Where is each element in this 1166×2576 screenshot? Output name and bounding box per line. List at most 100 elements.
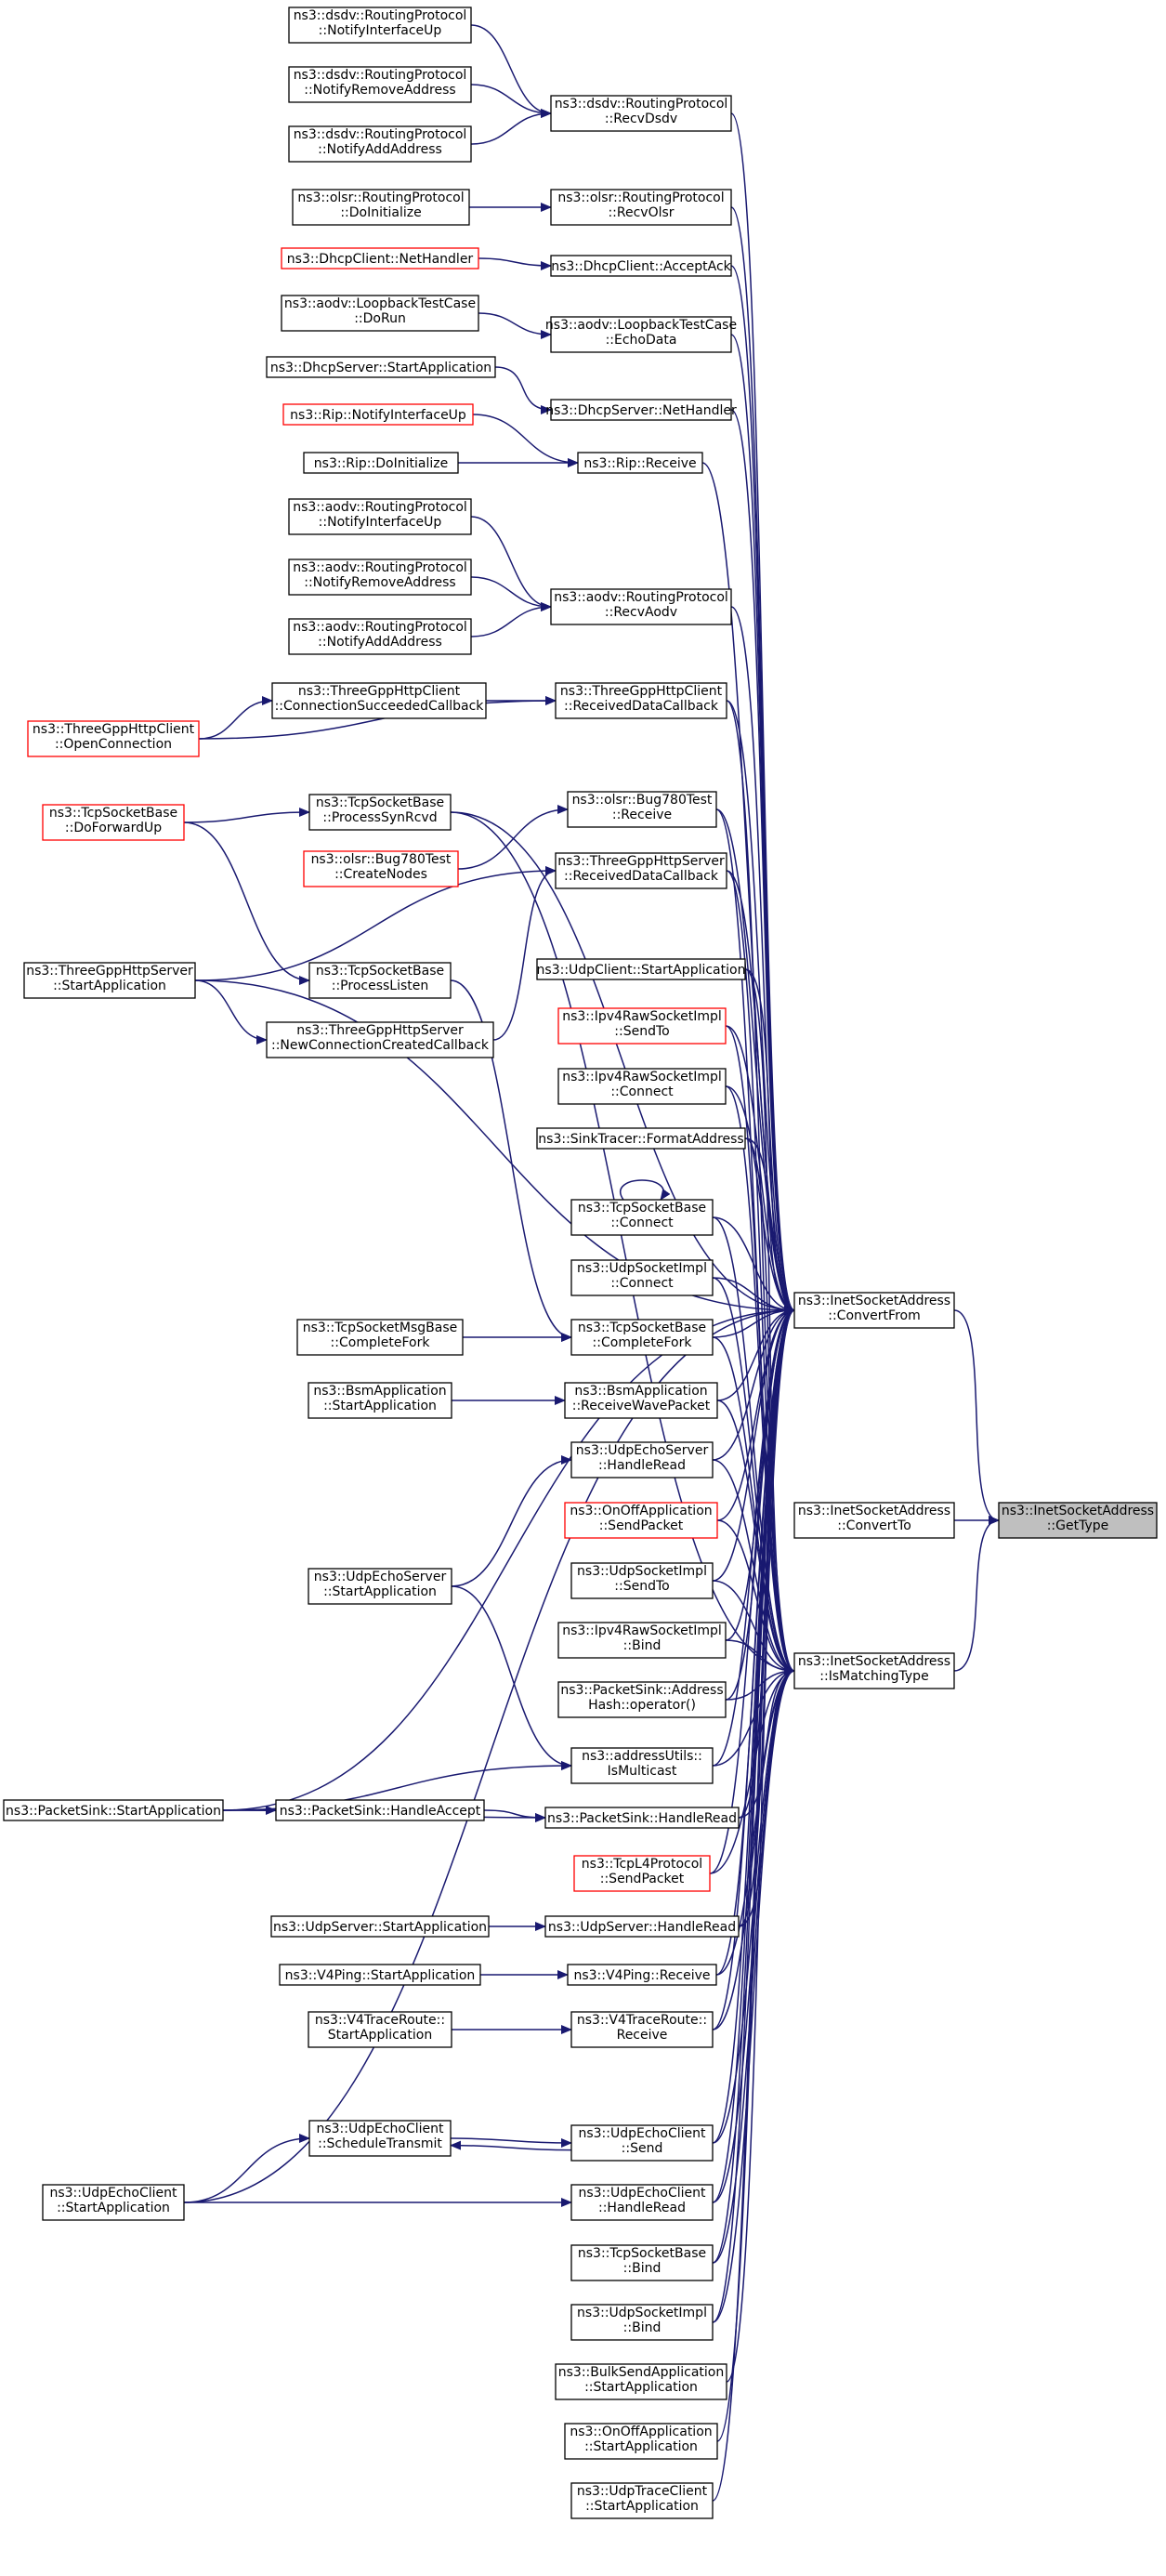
node-label: ::SendTo	[614, 1579, 669, 1594]
node-label: ns3::UdpServer::HandleRead	[548, 1920, 736, 1935]
node-dhcpc-nh[interactable]: ns3::DhcpClient::NetHandler	[281, 247, 479, 269]
node-ipv4raw-sendto[interactable]: ns3::Ipv4RawSocketImpl::SendTo	[557, 1007, 727, 1045]
node-label: ns3::UdpEchoClient	[49, 2186, 177, 2201]
node-label: ns3::ThreeGppHttpServer	[557, 854, 725, 869]
node-tcp-fwd[interactable]: ns3::TcpSocketBase::DoForwardUp	[42, 804, 185, 841]
node-udpc-start[interactable]: ns3::UdpClient::StartApplication	[536, 958, 746, 980]
node-aodv-naa[interactable]: ns3::aodv::RoutingProtocol::NotifyAddAdd…	[288, 618, 472, 655]
node-udptr-start[interactable]: ns3::UdpTraceClient::StartApplication	[570, 2482, 714, 2519]
node-convertfrom[interactable]: ns3::InetSocketAddress::ConvertFrom	[793, 1292, 955, 1329]
node-label: ns3::UdpEchoClient	[578, 2126, 706, 2141]
node-udpsock-sendto[interactable]: ns3::UdpSocketImpl::SendTo	[570, 1562, 714, 1599]
node-http-open[interactable]: ns3::ThreeGppHttpClient::OpenConnection	[27, 720, 200, 757]
node-http-csc[interactable]: ns3::ThreeGppHttpClient::ConnectionSucce…	[271, 682, 487, 719]
node-v4tr-start[interactable]: ns3::V4TraceRoute::StartApplication	[308, 2011, 452, 2048]
node-bulk-start[interactable]: ns3::BulkSendApplication::StartApplicati…	[555, 2363, 727, 2400]
node-label: ns3::UdpEchoClient	[578, 2186, 706, 2201]
node-tcp-cf[interactable]: ns3::TcpSocketBase::CompleteFork	[570, 1319, 714, 1356]
node-label: ns3::TcpSocketBase	[578, 1321, 706, 1335]
node-tcpmsg-cf[interactable]: ns3::TcpSocketMsgBase::CompleteFork	[296, 1319, 464, 1356]
node-addr-mc[interactable]: ns3::addressUtils::IsMulticast	[570, 1747, 714, 1784]
node-tcp-bind[interactable]: ns3::TcpSocketBase::Bind	[570, 2244, 714, 2281]
node-dsdv-nra[interactable]: ns3::dsdv::RoutingProtocol::NotifyRemove…	[288, 66, 472, 103]
node-aodv-echo[interactable]: ns3::aodv::LoopbackTestCase::EchoData	[545, 316, 737, 353]
node-tcpl4-sp[interactable]: ns3::TcpL4Protocol::SendPacket	[573, 1855, 711, 1892]
node-label: ns3::aodv::RoutingProtocol	[293, 560, 467, 575]
node-label: ns3::UdpSocketImpl	[577, 2306, 707, 2320]
node-tcp-psr[interactable]: ns3::TcpSocketBase::ProcessSynRcvd	[308, 794, 452, 831]
node-dhcps-start[interactable]: ns3::DhcpServer::StartApplication	[266, 356, 496, 378]
node-gettype[interactable]: ns3::InetSocketAddress::GetType	[998, 1502, 1158, 1539]
node-dsdv-naa[interactable]: ns3::dsdv::RoutingProtocol::NotifyAddAdd…	[288, 125, 472, 163]
node-echoc-start[interactable]: ns3::UdpEchoClient::StartApplication	[42, 2184, 185, 2221]
node-label: ns3::Rip::DoInitialize	[314, 456, 448, 471]
node-http-rdc[interactable]: ns3::ThreeGppHttpClient::ReceivedDataCal…	[555, 682, 727, 719]
node-ismatchingtype[interactable]: ns3::InetSocketAddress::IsMatchingType	[793, 1652, 955, 1689]
edge-udpsock-bind-to-ismatchingtype	[712, 1666, 795, 2323]
node-aodv-niu[interactable]: ns3::aodv::RoutingProtocol::NotifyInterf…	[288, 498, 472, 535]
node-label: ::HandleRead	[598, 2201, 686, 2215]
node-udps-hr[interactable]: ns3::UdpServer::HandleRead	[544, 1915, 740, 1938]
edge-v4tr-recv-to-convertfrom	[712, 1306, 795, 2031]
node-https-ncc[interactable]: ns3::ThreeGppHttpServer::NewConnectionCr…	[266, 1021, 494, 1058]
node-onoff-sp[interactable]: ns3::OnOffApplication::SendPacket	[564, 1502, 718, 1539]
node-label: ::NotifyAddAddress	[318, 635, 442, 650]
node-label: ns3::olsr::Bug780Test	[311, 852, 452, 867]
node-bsm-start[interactable]: ns3::BsmApplication::StartApplication	[308, 1382, 452, 1419]
node-olsr-init[interactable]: ns3::olsr::RoutingProtocol::DoInitialize	[292, 189, 470, 226]
node-label: ::DoInitialize	[340, 205, 421, 220]
node-rip-recv[interactable]: ns3::Rip::Receive	[577, 452, 703, 474]
node-echoc-st[interactable]: ns3::UdpEchoClient::ScheduleTransmit	[308, 2120, 452, 2157]
node-echoc-send[interactable]: ns3::UdpEchoClient::Send	[570, 2124, 714, 2162]
node-https-start[interactable]: ns3::ThreeGppHttpServer::StartApplicatio…	[23, 962, 196, 999]
edge-echos-start-to-addr-mc	[451, 1585, 572, 1770]
node-sink-ha[interactable]: ns3::PacketSink::HandleAccept	[275, 1799, 485, 1821]
node-echos-hr[interactable]: ns3::UdpEchoServer::HandleRead	[570, 1441, 714, 1479]
node-dsdv-recv[interactable]: ns3::dsdv::RoutingProtocol::RecvDsdv	[550, 95, 732, 132]
node-label: ns3::dsdv::RoutingProtocol	[294, 8, 467, 23]
node-label: ::ConvertTo	[837, 1518, 911, 1533]
node-sink-hr[interactable]: ns3::PacketSink::HandleRead	[544, 1807, 740, 1829]
node-label: ns3::PacketSink::HandleRead	[547, 1811, 737, 1826]
node-label: ns3::UdpClient::StartApplication	[537, 963, 746, 978]
node-tcp-connect[interactable]: ns3::TcpSocketBase::Connect	[570, 1199, 714, 1236]
node-dsdv-niu[interactable]: ns3::dsdv::RoutingProtocol::NotifyInterf…	[288, 7, 472, 44]
edge-echos-hr-to-ismatchingtype	[712, 1459, 795, 1676]
node-sink-start[interactable]: ns3::PacketSink::StartApplication	[3, 1799, 224, 1821]
node-v4ping-start[interactable]: ns3::V4Ping::StartApplication	[279, 1964, 481, 1986]
node-sink-fmt[interactable]: ns3::SinkTracer::FormatAddress	[536, 1127, 746, 1150]
node-aodv-recv[interactable]: ns3::aodv::RoutingProtocol::RecvAodv	[550, 588, 732, 625]
node-label: ns3::addressUtils::	[582, 1749, 702, 1764]
node-rip-init[interactable]: ns3::Rip::DoInitialize	[303, 452, 459, 474]
node-olsr-recv[interactable]: ns3::olsr::RoutingProtocol::RecvOlsr	[550, 189, 732, 226]
node-v4tr-recv[interactable]: ns3::V4TraceRoute::Receive	[570, 2011, 714, 2048]
node-echos-start[interactable]: ns3::UdpEchoServer::StartApplication	[308, 1568, 452, 1605]
node-label: ::ScheduleTransmit	[318, 2136, 442, 2151]
node-olsr-bug-cn[interactable]: ns3::olsr::Bug780Test::CreateNodes	[303, 850, 459, 887]
node-bsm-rwp[interactable]: ns3::BsmApplication::ReceiveWavePacket	[564, 1382, 718, 1419]
edge-addr-mc-to-ismatchingtype	[712, 1666, 795, 1767]
node-dhcpc-ack[interactable]: ns3::DhcpClient::AcceptAck	[550, 255, 732, 277]
node-label: ns3::PacketSink::HandleAccept	[280, 1804, 481, 1819]
node-ipv4raw-connect[interactable]: ns3::Ipv4RawSocketImpl::Connect	[557, 1068, 727, 1105]
node-aodv-nra[interactable]: ns3::aodv::RoutingProtocol::NotifyRemove…	[288, 559, 472, 596]
node-udps-start[interactable]: ns3::UdpServer::StartApplication	[270, 1915, 490, 1938]
node-udpsock-connect[interactable]: ns3::UdpSocketImpl::Connect	[570, 1259, 714, 1296]
node-aodv-dorun[interactable]: ns3::aodv::LoopbackTestCase::DoRun	[281, 295, 479, 332]
node-olsr-bug-recv[interactable]: ns3::olsr::Bug780Test::Receive	[567, 791, 717, 828]
node-onoff-start[interactable]: ns3::OnOffApplication::StartApplication	[564, 2423, 718, 2460]
node-rip-niu[interactable]: ns3::Rip::NotifyInterfaceUp	[282, 403, 474, 426]
node-label: ns3::InetSocketAddress	[1002, 1504, 1154, 1518]
node-label: ns3::InetSocketAddress	[798, 1654, 950, 1669]
node-echoc-hr[interactable]: ns3::UdpEchoClient::HandleRead	[570, 2184, 714, 2221]
node-ipv4raw-bind[interactable]: ns3::Ipv4RawSocketImpl::Bind	[557, 1622, 727, 1659]
node-https-rdc[interactable]: ns3::ThreeGppHttpServer::ReceivedDataCal…	[555, 852, 727, 889]
node-v4ping-recv[interactable]: ns3::V4Ping::Receive	[567, 1964, 717, 1986]
node-label: ns3::TcpSocketMsgBase	[303, 1321, 457, 1335]
node-dhcps-nh[interactable]: ns3::DhcpServer::NetHandler	[545, 399, 737, 421]
node-udpsock-bind[interactable]: ns3::UdpSocketImpl::Bind	[570, 2304, 714, 2341]
node-tcp-pl[interactable]: ns3::TcpSocketBase::ProcessListen	[308, 962, 452, 999]
node-convertto[interactable]: ns3::InetSocketAddress::ConvertTo	[793, 1502, 955, 1539]
edge-tcp-psr-to-ismatchingtype	[450, 811, 795, 1676]
